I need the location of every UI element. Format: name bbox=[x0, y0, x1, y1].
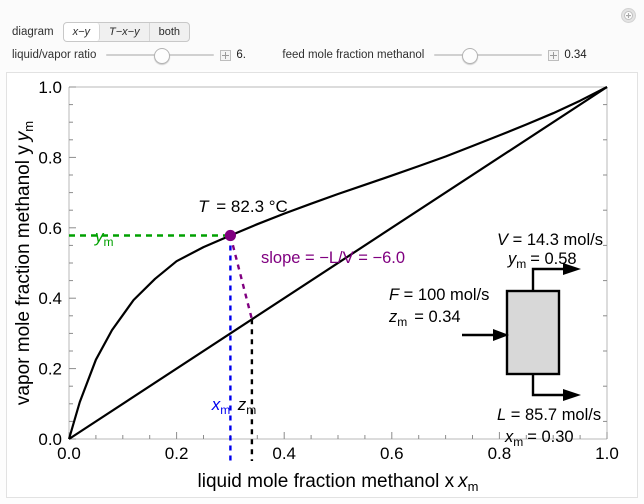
y-tick-label: 1.0 bbox=[38, 78, 62, 97]
diagram-segmented-control[interactable]: x−y T−x−y both bbox=[62, 22, 190, 42]
diagram-label: diagram bbox=[12, 26, 54, 38]
liquid-composition-label: xm= 0.30 bbox=[504, 428, 574, 449]
xm-axis-annotation: xm bbox=[211, 395, 231, 417]
diagram-option-xy[interactable]: x−y bbox=[63, 23, 100, 41]
operating-line bbox=[229, 235, 254, 320]
liquid-vapor-expand-icon[interactable] bbox=[220, 49, 232, 61]
x-tick-label: 0.2 bbox=[165, 444, 189, 463]
diagonal-45-line bbox=[68, 86, 608, 440]
liquid-outlet-pipe bbox=[531, 374, 567, 397]
y-tick-label: 0.8 bbox=[38, 148, 62, 167]
equilibrium-curve bbox=[67, 86, 608, 440]
flash-drum-diagram: V = 14.3 mol/s ym= 0.58 F = 100 mol/s zm… bbox=[388, 231, 603, 449]
operating-point[interactable] bbox=[224, 229, 236, 242]
diagram-option-txy[interactable]: T−x−y bbox=[100, 23, 150, 41]
ym-axis-annotation: ym bbox=[94, 227, 114, 249]
plot-panel: 0.0 0.2 0.4 0.6 0.8 1.0 0.0 0.2 0.4 0.6 … bbox=[6, 72, 638, 498]
x-tick-label: 0.6 bbox=[380, 444, 404, 463]
feed-inlet-arrowhead bbox=[493, 329, 509, 341]
feed-flow-label: F = 100 mol/s bbox=[389, 286, 489, 304]
diagram-option-both[interactable]: both bbox=[158, 26, 180, 38]
liquid-vapor-ratio-slider[interactable] bbox=[106, 47, 215, 64]
flash-drum-vessel bbox=[505, 289, 561, 376]
liquid-vapor-ratio-value: 6. bbox=[236, 49, 246, 61]
sliders-row: liquid/vapor ratio 6. feed mole fraction… bbox=[12, 47, 588, 64]
feed-fraction-label: feed mole fraction methanol bbox=[282, 49, 425, 61]
liquid-outlet-arrowhead bbox=[563, 389, 581, 401]
y-tick-label: 0.0 bbox=[38, 430, 62, 449]
slider-track bbox=[434, 54, 543, 56]
y-tick-label: 0.4 bbox=[38, 289, 62, 308]
y-axis-title: vapor mole fraction methanol yym bbox=[13, 121, 36, 405]
plus-circle-icon[interactable] bbox=[621, 8, 636, 23]
y-tick-label: 0.6 bbox=[38, 219, 62, 238]
slider-thumb[interactable] bbox=[462, 48, 479, 64]
temperature-annotation: T = 82.3 °C bbox=[198, 197, 288, 216]
feed-fraction-slider[interactable] bbox=[434, 47, 543, 64]
slope-annotation: slope = −L/V = −6.0 bbox=[261, 249, 405, 267]
feed-fraction-expand-icon[interactable] bbox=[548, 49, 560, 61]
xy-diagram-svg: 0.0 0.2 0.4 0.6 0.8 1.0 0.0 0.2 0.4 0.6 … bbox=[13, 78, 619, 494]
liquid-vapor-ratio-label: liquid/vapor ratio bbox=[12, 49, 97, 61]
x-tick-label: 0.0 bbox=[57, 444, 81, 463]
diagram-selector-row: diagram x−y T−x−y both bbox=[12, 22, 190, 42]
x-tick-label: 0.4 bbox=[272, 444, 296, 463]
slider-thumb[interactable] bbox=[154, 48, 171, 64]
x-tick-labels: 0.0 0.2 0.4 0.6 0.8 1.0 bbox=[57, 444, 619, 463]
vapor-flow-label: V = 14.3 mol/s bbox=[497, 231, 603, 249]
vapor-outlet-pipe bbox=[531, 267, 567, 291]
y-tick-label: 0.2 bbox=[38, 360, 62, 379]
y-tick-labels: 0.0 0.2 0.4 0.6 0.8 1.0 bbox=[38, 78, 62, 449]
vapor-composition-label: ym= 0.58 bbox=[507, 250, 577, 271]
vapor-outlet-arrowhead bbox=[563, 263, 581, 275]
x-tick-label: 0.8 bbox=[488, 444, 512, 463]
liquid-flow-label: L = 85.7 mol/s bbox=[497, 406, 601, 424]
x-tick-label: 1.0 bbox=[595, 444, 619, 463]
feed-composition-label: zm= 0.34 bbox=[388, 308, 461, 329]
zm-axis-annotation: zm bbox=[237, 395, 257, 417]
control-panel: diagram x−y T−x−y both liquid/vapor rati… bbox=[0, 0, 644, 70]
feed-fraction-value: 0.34 bbox=[564, 49, 587, 61]
